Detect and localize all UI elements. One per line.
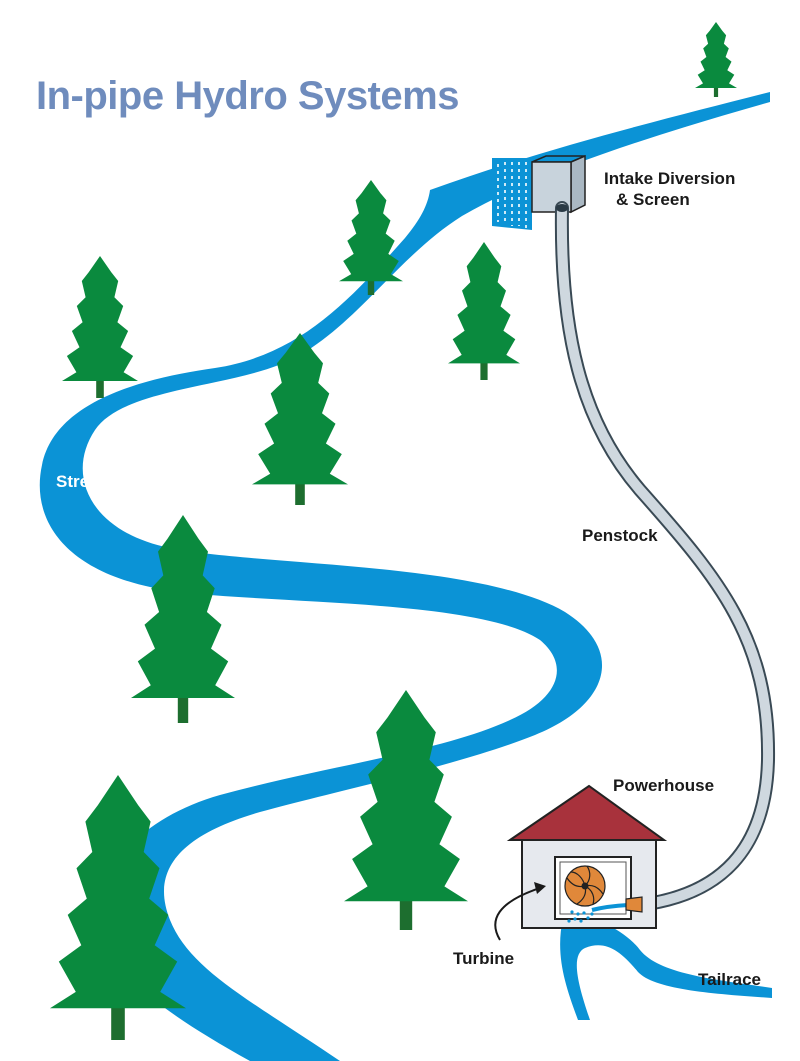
label-tailrace: Tailrace bbox=[698, 970, 762, 989]
intake-diversion-box bbox=[531, 154, 586, 214]
label-intake-line1: Intake Diversion bbox=[604, 169, 736, 188]
tree bbox=[695, 22, 737, 97]
tree-trunk bbox=[111, 1004, 125, 1040]
label-powerhouse: Powerhouse bbox=[613, 776, 715, 795]
turbine-pointer-arrow bbox=[494, 887, 541, 941]
water-jet bbox=[591, 903, 629, 912]
tree-trunk bbox=[177, 694, 189, 723]
powerhouse-roof bbox=[506, 784, 668, 841]
tree-crown bbox=[448, 242, 520, 364]
tree bbox=[339, 180, 403, 295]
nozzle bbox=[625, 896, 643, 913]
tree-crown bbox=[252, 333, 348, 485]
tree-trunk bbox=[96, 376, 104, 398]
label-stream: Stream bbox=[56, 472, 114, 491]
label-penstock: Penstock bbox=[582, 526, 658, 545]
tree-trunk bbox=[713, 84, 719, 97]
label-turbine: Turbine bbox=[453, 949, 515, 968]
tree bbox=[50, 775, 186, 1040]
intake-pipe-opening bbox=[556, 204, 568, 212]
tree-trunk bbox=[295, 480, 305, 505]
tree-crown bbox=[695, 22, 737, 88]
tree-trunk bbox=[367, 277, 375, 295]
tree bbox=[131, 515, 235, 723]
tree-crown bbox=[344, 690, 468, 902]
tree bbox=[448, 242, 520, 380]
label-intake-line2: & Screen bbox=[616, 190, 690, 210]
trees bbox=[50, 22, 737, 1040]
tree-trunk bbox=[480, 359, 488, 380]
tree-crown bbox=[339, 180, 403, 282]
tree bbox=[344, 690, 468, 930]
penstock-pipe-fill bbox=[556, 203, 774, 910]
powerhouse-building bbox=[506, 784, 668, 929]
turbine-wheel bbox=[564, 865, 606, 907]
tree-crown bbox=[131, 515, 235, 698]
tree-trunk bbox=[399, 897, 413, 930]
turbine-pointer-arrowhead bbox=[534, 882, 546, 894]
page-title: In-pipe Hydro Systems bbox=[36, 74, 459, 118]
label-intake: Intake Diversion & Screen bbox=[604, 168, 735, 211]
water-spray bbox=[567, 910, 594, 923]
tree-crown bbox=[50, 775, 186, 1009]
stream bbox=[39, 92, 770, 1061]
waterfall bbox=[492, 158, 532, 230]
tailrace-stream bbox=[560, 916, 772, 1020]
tree bbox=[62, 256, 138, 398]
tree bbox=[252, 333, 348, 505]
tree-crown bbox=[62, 256, 138, 381]
